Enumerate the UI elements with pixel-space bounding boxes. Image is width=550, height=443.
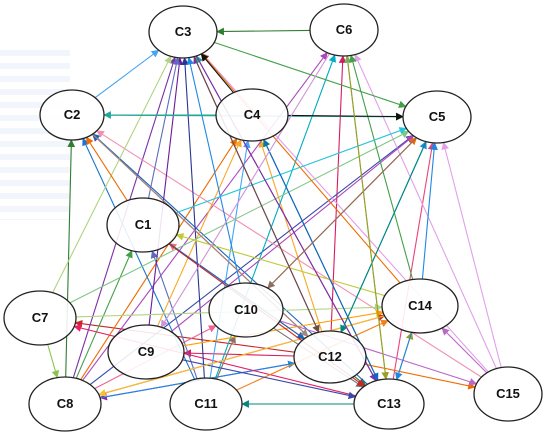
edge-c3-to-c12 <box>193 56 320 334</box>
edge-c15-to-c2 <box>96 130 482 378</box>
edge-c4-to-c3 <box>200 53 234 94</box>
node-c6: C6 <box>309 3 379 57</box>
node-c15-ellipse <box>473 366 543 422</box>
edge-c8-to-c4 <box>80 137 238 380</box>
node-c1: C1 <box>106 197 180 253</box>
edge-c9-to-c14 <box>182 309 384 347</box>
node-c7-label: C7 <box>32 310 49 325</box>
edge-c5-to-c10 <box>267 137 417 289</box>
edge-c15-to-c5 <box>441 141 502 368</box>
node-c8: C8 <box>28 376 102 432</box>
node-c13-ellipse <box>353 378 425 430</box>
edge-c12-to-c7 <box>74 319 295 353</box>
node-c15-label: C15 <box>496 386 520 401</box>
edge-c4-to-c13 <box>263 139 379 381</box>
node-c14-label: C14 <box>408 298 433 313</box>
edge-c8-to-c2 <box>65 139 76 378</box>
node-c14: C14 <box>381 278 459 334</box>
edge-c6-to-c9 <box>160 53 330 328</box>
node-c10-ellipse <box>208 282 284 338</box>
node-c10: C10 <box>208 282 284 338</box>
node-c4-label: C4 <box>244 107 261 122</box>
edge-c7-to-c3 <box>52 55 172 293</box>
node-c4-ellipse <box>215 88 289 142</box>
node-c12: C12 <box>293 330 367 384</box>
edge-c12-to-c4 <box>258 139 323 332</box>
node-c12-ellipse <box>293 330 367 384</box>
node-c9-label: C9 <box>138 344 155 359</box>
edge-c10-to-c3 <box>186 56 241 284</box>
edge-c8-to-c1 <box>75 249 133 379</box>
node-c11-label: C11 <box>194 396 217 411</box>
edge-c9-to-c13 <box>182 359 357 400</box>
node-c7: C7 <box>3 290 77 346</box>
node-c8-ellipse <box>28 376 102 432</box>
edge-c5-to-c12 <box>340 141 427 334</box>
node-c14-ellipse <box>381 278 459 334</box>
edge-c6-to-c3 <box>216 27 311 36</box>
edge-c1-to-c5 <box>175 127 408 214</box>
node-c2: C2 <box>39 89 105 141</box>
node-c11: C11 <box>169 377 243 431</box>
edge-c11-to-c10 <box>216 335 236 380</box>
node-c2-label: C2 <box>64 107 81 122</box>
node-c9-ellipse <box>107 324 185 380</box>
edge-c14-to-c5 <box>421 142 438 280</box>
edge-c14-to-c6 <box>349 54 414 280</box>
node-c12-label: C12 <box>318 349 342 364</box>
node-c5-ellipse <box>402 90 472 144</box>
edge-c12-to-c15 <box>364 363 476 390</box>
edge-c9-to-c3 <box>148 57 184 326</box>
node-c9: C9 <box>107 324 185 380</box>
edge-c15-to-c6 <box>354 53 498 369</box>
edge-c11-to-c3 <box>181 57 205 379</box>
edge-c7-to-c8 <box>47 344 60 379</box>
node-c4: C4 <box>215 88 289 142</box>
node-c5-label: C5 <box>429 109 446 124</box>
edge-c14-to-c1 <box>175 233 386 297</box>
edge-c13-to-c5 <box>392 142 436 380</box>
edge-c6-to-c13 <box>346 55 389 380</box>
edge-c14-to-c13 <box>395 332 413 381</box>
node-c5: C5 <box>402 90 472 144</box>
node-c8-label: C8 <box>57 396 74 411</box>
edge-c15-to-c14 <box>441 327 488 374</box>
node-c6-label: C6 <box>336 22 353 37</box>
node-c3-ellipse <box>148 5 218 59</box>
edge-c4-to-c5 <box>287 112 404 121</box>
node-c1-label: C1 <box>135 217 152 232</box>
edge-c9-to-c4 <box>156 138 242 327</box>
node-c6-ellipse <box>309 3 379 57</box>
edge-c2-to-c3 <box>94 49 160 99</box>
edge-c3-to-c5 <box>213 41 407 109</box>
edge-c14-to-c8 <box>98 315 385 397</box>
edge-c1-to-c3 <box>147 56 181 199</box>
node-c3-label: C3 <box>175 24 192 39</box>
node-c7-ellipse <box>3 290 77 346</box>
node-c10-label: C10 <box>234 302 258 317</box>
edge-c11-to-c1 <box>150 250 198 379</box>
node-c2-ellipse <box>39 89 105 141</box>
node-c1-ellipse <box>106 197 180 253</box>
node-c11-ellipse <box>169 377 243 431</box>
edge-c1-to-c2 <box>85 136 128 201</box>
edge-c7-to-c5 <box>69 130 410 304</box>
node-c13-label: C13 <box>377 396 401 411</box>
node-c3: C3 <box>148 5 218 59</box>
edge-c11-to-c4 <box>209 140 251 379</box>
node-c13: C13 <box>353 378 425 430</box>
node-c15: C15 <box>473 366 543 422</box>
